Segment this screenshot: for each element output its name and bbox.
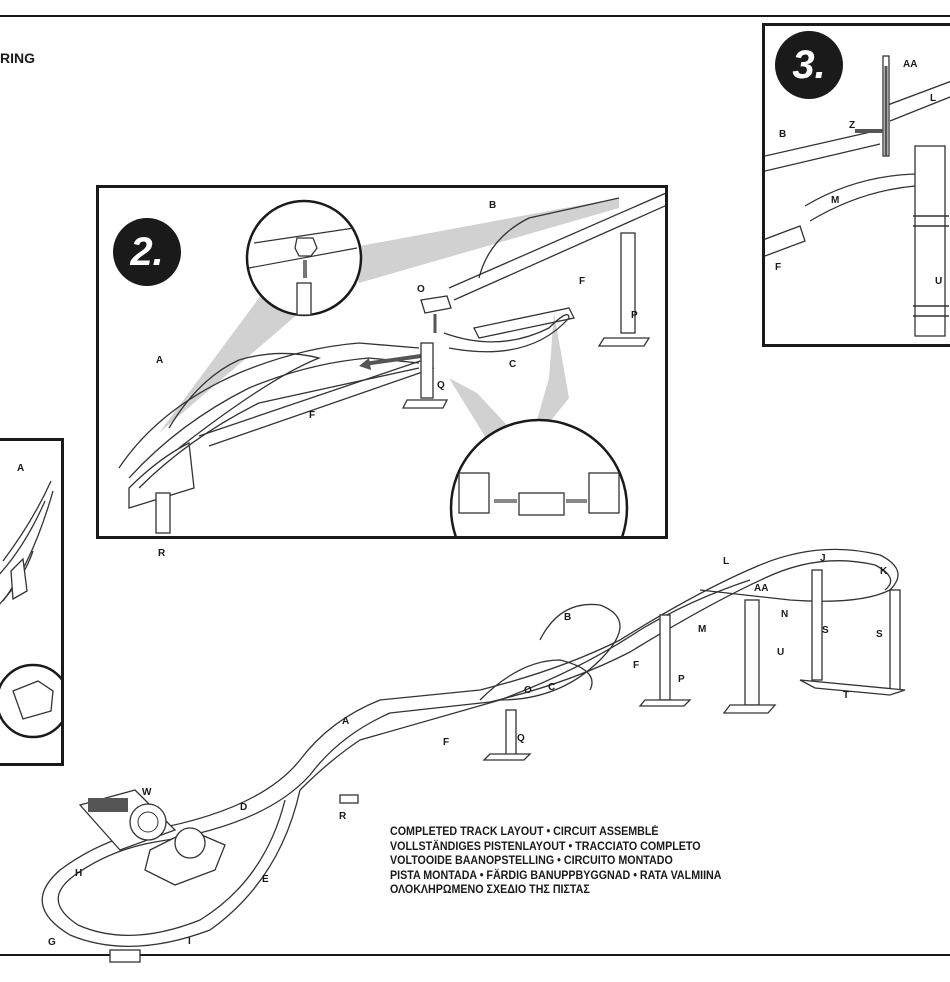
layout-label-s-right: S <box>876 629 883 640</box>
layout-label-u: U <box>777 647 785 658</box>
step2-label-f-upper: F <box>579 276 586 287</box>
layout-label-l: L <box>723 556 730 567</box>
step2-label-b: B <box>489 200 497 211</box>
step3-label-aa: AA <box>903 59 918 70</box>
left-label-a: A <box>17 463 25 474</box>
left-panel-illustration <box>0 480 61 739</box>
caption-line-4: PISTA MONTADA • FÄRDIG BANUPPBYGGNAD • R… <box>390 869 722 882</box>
layout-label-m: M <box>698 624 707 635</box>
step2-label-a: A <box>156 355 164 366</box>
layout-label-q: Q <box>517 733 525 744</box>
step2-label-q: Q <box>437 380 445 391</box>
caption-line-3: VOLTOOIDE BAANOPSTELLING • CIRCUITO MONT… <box>390 855 673 867</box>
step2-label-c: C <box>509 359 517 370</box>
layout-label-j: J <box>820 553 826 564</box>
step3-badge: 3. <box>775 31 843 99</box>
layout-label-o: O <box>524 685 532 696</box>
layout-label-b: B <box>564 612 572 623</box>
layout-label-s-left: S <box>822 625 829 636</box>
step3-label-b: B <box>779 129 787 140</box>
left-step-panel: A <box>0 438 64 766</box>
layout-label-w: W <box>142 787 152 798</box>
step3-label-u: U <box>935 276 943 287</box>
layout-label-r: R <box>339 811 347 822</box>
layout-label-g: G <box>48 937 56 948</box>
step2-badge: 2. <box>113 218 181 286</box>
layout-label-n: N <box>781 609 789 620</box>
layout-label-a: A <box>342 716 350 727</box>
step2-label-o: O <box>417 284 425 295</box>
step2-label-r: R <box>158 548 166 559</box>
bottom-rule <box>0 954 950 956</box>
layout-label-p: P <box>678 674 685 685</box>
top-rule <box>0 15 950 17</box>
caption-line-2: VOLLSTÄNDIGES PISTENLAYOUT • TRACCIATO C… <box>390 840 701 853</box>
step2-panel: 2. A B O F P C Q F <box>96 185 668 539</box>
pillar-s2 <box>889 589 901 691</box>
step2-label-p: P <box>631 310 638 321</box>
pillar-p <box>659 614 671 701</box>
layout-label-k: K <box>880 566 888 577</box>
caption-line-1: COMPLETED TRACK LAYOUT • CIRCUIT ASSEMBL… <box>390 826 659 838</box>
step3-illustration <box>765 55 950 337</box>
layout-label-t: T <box>843 690 850 701</box>
section-heading: RING <box>0 50 35 66</box>
step2-illustration <box>118 192 665 536</box>
layout-label-e: E <box>262 874 269 885</box>
step3-label-z: Z <box>849 120 856 131</box>
base-t <box>799 679 906 696</box>
layout-label-h: H <box>75 868 83 879</box>
pillar-q <box>505 709 517 756</box>
step3-label-f: F <box>775 262 782 273</box>
step3-label-m: M <box>831 195 840 206</box>
layout-label-d: D <box>240 802 248 813</box>
layout-label-c: C <box>548 682 556 693</box>
layout-label-aa: AA <box>754 583 769 594</box>
layout-label-i: I <box>188 936 191 947</box>
caption-line-5: ΟΛΟΚΛΗΡΩΜΕΝΟ ΣΧΕΔΙΟ ΤΗΣ ΠΙΣΤΑΣ <box>390 884 590 896</box>
layout-label-f-lower: F <box>443 737 450 748</box>
step3-panel: 3. AA L B Z M F U <box>762 23 950 347</box>
pillar-s1 <box>811 569 823 681</box>
step2-label-f-lower: F <box>309 410 316 421</box>
layout-label-f-upper: F <box>633 660 640 671</box>
completed-layout-caption: COMPLETED TRACK LAYOUT • CIRCUIT ASSEMBL… <box>390 825 722 898</box>
step3-label-l: L <box>930 93 937 104</box>
pillar-u <box>744 599 760 706</box>
